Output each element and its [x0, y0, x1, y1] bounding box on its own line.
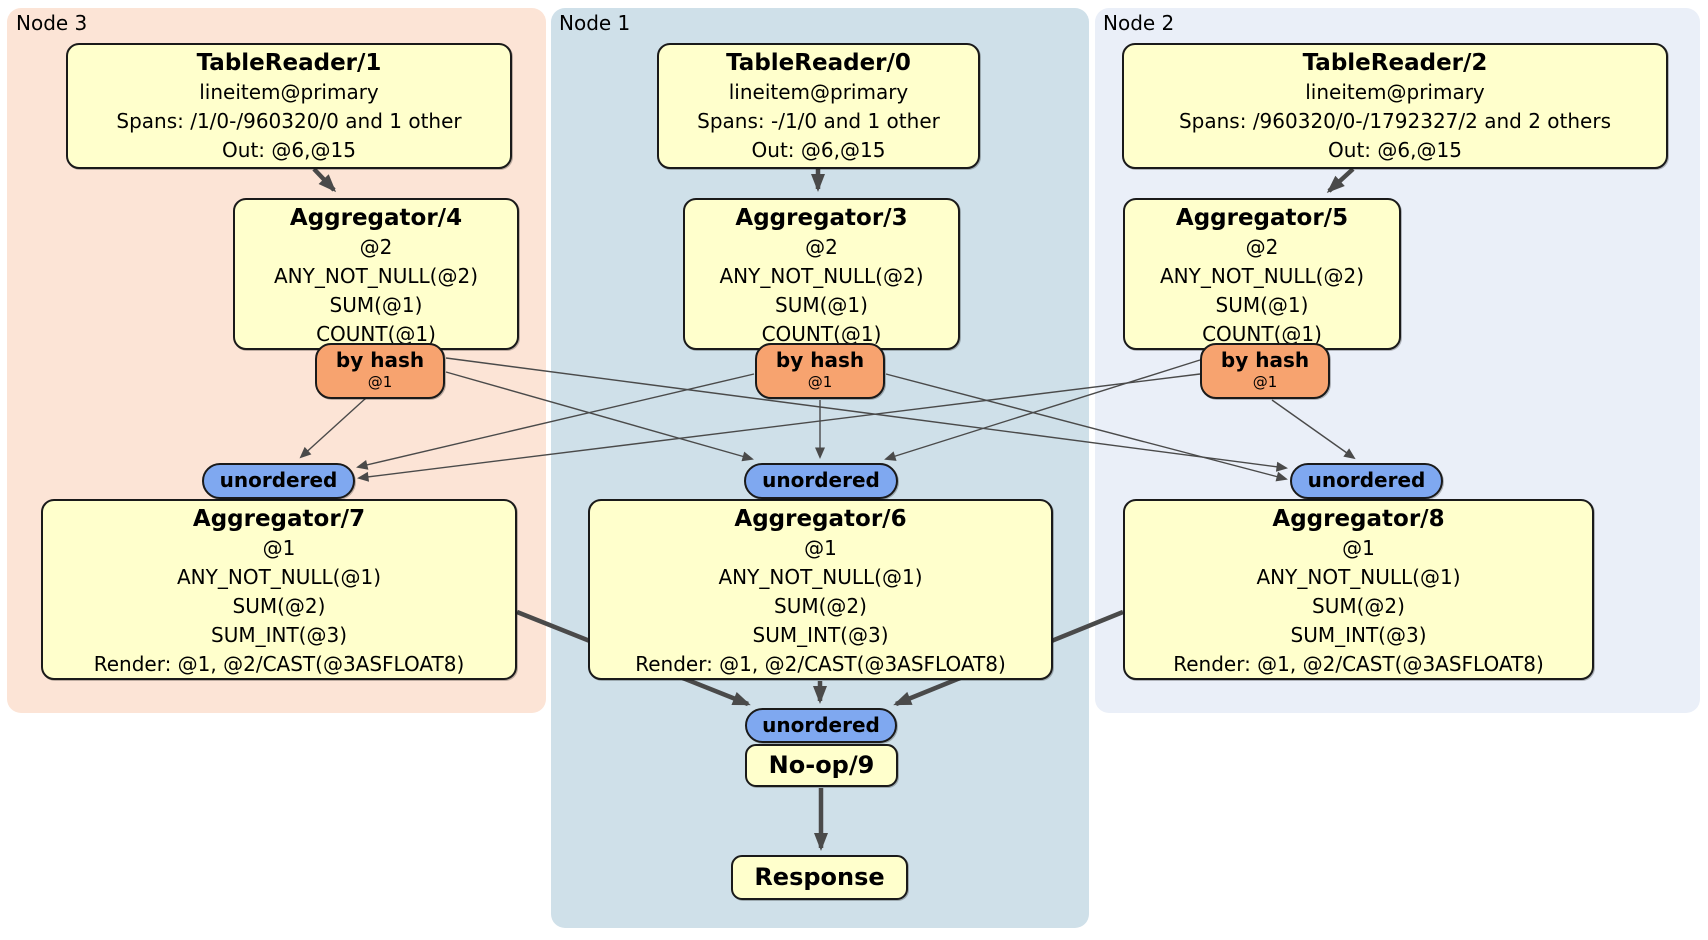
unordered-sync-node1: unordered — [744, 463, 898, 499]
node1-label: Node 1 — [559, 11, 631, 35]
byhash-router-node2: by hash @1 — [1200, 343, 1330, 399]
aggregator6-box: Aggregator/6 @1 ANY_NOT_NULL(@1) SUM(@2)… — [588, 499, 1053, 680]
tablereader1-title: TableReader/1 — [196, 50, 382, 76]
tablereader2-title: TableReader/2 — [1302, 50, 1488, 76]
byhash-router-node3: by hash @1 — [315, 343, 445, 399]
aggregator3-title: Aggregator/3 — [735, 205, 908, 231]
aggregator4-box: Aggregator/4 @2 ANY_NOT_NULL(@2) SUM(@1)… — [233, 198, 519, 350]
aggregator3-box: Aggregator/3 @2 ANY_NOT_NULL(@2) SUM(@1)… — [683, 198, 960, 350]
aggregator7-title: Aggregator/7 — [192, 506, 366, 532]
aggregator5-box: Aggregator/5 @2 ANY_NOT_NULL(@2) SUM(@1)… — [1123, 198, 1401, 350]
aggregator4-title: Aggregator/4 — [289, 205, 463, 231]
aggregator8-title: Aggregator/8 — [1272, 506, 1445, 532]
aggregator7-box: Aggregator/7 @1 ANY_NOT_NULL(@1) SUM(@2)… — [41, 499, 517, 680]
aggregator5-title: Aggregator/5 — [1175, 205, 1349, 231]
final-unordered-sync: unordered — [745, 708, 897, 743]
byhash-router-node1: by hash @1 — [755, 343, 885, 399]
aggregator8-box: Aggregator/8 @1 ANY_NOT_NULL(@1) SUM(@2)… — [1123, 499, 1594, 680]
response-box: Response — [731, 855, 908, 900]
tablereader2-box: TableReader/2 lineitem@primary Spans: /9… — [1122, 43, 1668, 169]
node3-label: Node 3 — [16, 11, 88, 35]
tablereader1-box: TableReader/1 lineitem@primary Spans: /1… — [66, 43, 512, 169]
unordered-sync-node3: unordered — [202, 463, 355, 499]
aggregator6-title: Aggregator/6 — [734, 506, 907, 532]
tablereader0-box: TableReader/0 lineitem@primary Spans: -/… — [657, 43, 980, 169]
noop-box: No-op/9 — [745, 744, 898, 787]
unordered-sync-node2: unordered — [1290, 463, 1443, 499]
tablereader0-title: TableReader/0 — [726, 50, 911, 76]
node2-label: Node 2 — [1103, 11, 1175, 35]
